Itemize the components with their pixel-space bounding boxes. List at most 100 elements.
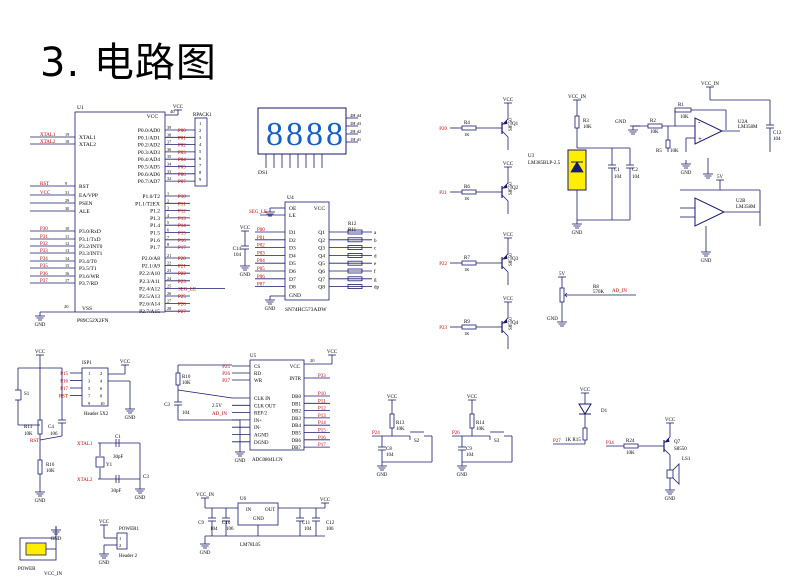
pin-label: P3.3/INT1 [79,251,103,257]
net-label: XTAL2 [77,478,93,483]
pin-label: DGND [254,441,269,446]
pin-number: 20 [64,304,69,309]
net-label: P16 [60,380,68,385]
pin-label: XTAL2 [79,142,96,148]
pin-number: 19 [65,132,69,137]
u5-part: ADC0804LCN [252,458,283,463]
isp-ref: ISP1 [82,361,92,366]
pin-label: P2.4/A12 [139,286,160,292]
pin-number: 2 [167,198,169,203]
pin-label: Q7 [318,277,325,283]
net-label: P20 [439,127,447,132]
net-label: P11 [178,202,186,207]
pin-label: P1.4 [150,223,160,229]
res-value: 10K [182,381,191,386]
pin-number: 9 [199,177,202,182]
display-digit: 8 [326,116,343,153]
header-part: Header 2 [119,554,138,559]
pin-number: 15 [65,263,69,268]
segment-label: b [374,239,377,244]
pin-label: CS [254,365,260,370]
net-label: P06 [257,275,265,280]
pin-label: LE [289,213,296,219]
res-value: 10K [626,451,635,456]
transistor-value: S8550 [509,182,514,195]
net-label: P21 [439,191,447,196]
pin-label: P2.1/A9 [142,264,160,270]
vcc-label: VCC_IN [44,572,62,577]
gnd-label: GND [235,459,246,464]
cap-ref: C3 [164,403,170,408]
res-value: 1K [464,196,470,201]
pin-number: 7 [167,235,169,240]
net-label: P04 [178,158,186,163]
pin-label: P2.2/A10 [139,271,160,277]
pin-label: 1H d1 [350,137,361,142]
pin-number: 10 [65,226,69,231]
net-label: 2.5V [212,404,222,409]
pin-label: GND [253,517,264,522]
net-label: P02 [257,244,265,249]
pin-number: 3 [199,135,202,140]
res-ref: R16 [46,463,55,468]
pin-label: D2 [289,238,296,244]
res-ref: R1 [678,103,684,108]
net-label: P23 [178,280,186,285]
pin-label: P1.1/T2EX [135,201,160,207]
u5-vcc-pin: VCC [290,365,301,370]
pin-label: P0.4/AD4 [138,157,160,163]
gnd-label: GND [457,473,468,478]
u6-part: LM78L05 [240,543,261,548]
net-label: P26 [452,431,460,436]
pin-label: Q1 [318,230,325,236]
net-label: P12 [318,407,326,412]
vcc-label: VCC [503,162,514,167]
pin-number: 30 [65,206,69,211]
net-label: P21 [178,265,186,270]
net-label: AD_IN [612,289,627,294]
vcc-label: VCC [173,105,184,110]
pin-number: 1 [119,536,121,541]
pin-number: 28 [167,306,171,311]
cap-value: 30pF [111,489,122,494]
u4-gnd-pin: GND [289,293,301,299]
res-value: 10K [583,125,592,130]
segment-label: dp [374,286,380,291]
crystal-ref: Y1 [106,463,113,468]
gnd-label: GND [615,120,626,125]
pin-label: P0.7/AD7 [138,179,160,185]
pin-label: RST [79,184,90,190]
res-ref: 1K R15 [565,438,581,443]
net-label: P17 [60,387,68,392]
pin-label: Q6 [318,269,325,275]
net-label: P20 [178,257,186,262]
cap-value: 106 [326,527,334,532]
pin-label: DB5 [292,432,302,437]
pin-label: RD [254,372,261,377]
vcc-label: VCC [387,395,398,400]
u4-latch: U4SN74HC573ADWVCCOELEGNDSEG_LEGNDD1P00D2… [233,195,380,313]
net-label: P14 [318,421,326,426]
net-label: P25 [178,295,186,300]
pin-number: 9 [88,401,91,406]
res-value: 10K [476,427,485,432]
gnd-label: GND [135,496,146,501]
segment-label: f [374,270,376,275]
net-label: P00 [178,129,186,134]
pin-number: 24 [167,276,172,281]
pin-label: 2H d2 [350,129,361,134]
pin-number: 6 [167,228,169,233]
pin-label: Q2 [318,238,325,244]
net-label: P27 [553,439,561,444]
transistor-ref: Q4 [512,321,519,326]
pin-number: 25 [167,283,171,288]
pin-label: OUT [265,508,275,513]
net-label: P13 [318,414,326,419]
u2b-value: LM358M [736,205,756,210]
net-label: P05 [257,267,265,272]
pin-number: 9 [65,181,67,186]
net-label: XTAL1 [40,133,56,138]
